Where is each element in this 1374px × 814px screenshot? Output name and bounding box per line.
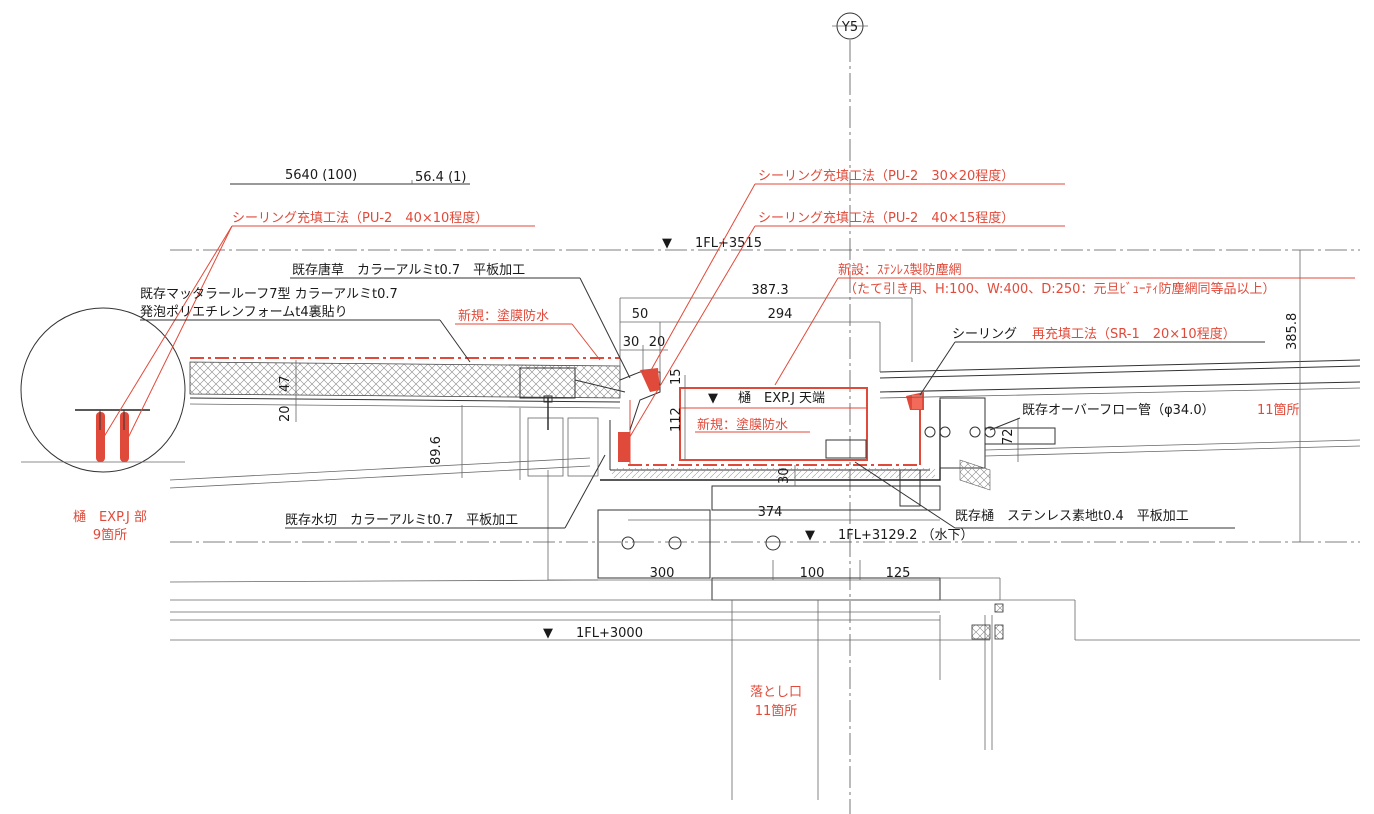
- gutter-body: [600, 368, 941, 481]
- gutter-expj-label: 樋 EXP.J 部: [73, 509, 147, 525]
- dim-300: 300: [650, 566, 675, 581]
- label-drop-outlet: 落とし口: [750, 685, 802, 700]
- label-sealing-pu2-30x20: シーリング充填工法（PU-2 30×20程度）: [758, 168, 1014, 184]
- level-mark-top: ▼: [662, 236, 672, 251]
- slope-right: 56.4 (1): [415, 170, 467, 185]
- gutter-expj-count: 9箇所: [93, 527, 127, 543]
- level-gutter-bottom: 1FL+3129.2 （水下）: [838, 528, 974, 543]
- dimension-lines: [295, 250, 1301, 581]
- label-overflow-pipe: 既存オーバーフロー管（φ34.0）: [1022, 403, 1215, 418]
- dim-30a: 30: [623, 335, 640, 350]
- label-mizukiri: 既存水切 カラーアルミt0.7 平板加工: [285, 513, 518, 528]
- grid-line-y5: [832, 12, 868, 814]
- dim-20a: 20: [649, 335, 666, 350]
- label-new-coating-1: 新規：塗膜防水: [458, 308, 549, 324]
- dim-374: 374: [758, 505, 783, 520]
- label-level-mark-expj: ▼: [708, 391, 718, 406]
- label-new-screen: 新設：ｽﾃﾝﾚｽ製防塵網: [838, 262, 962, 278]
- label-new-screen-spec: （たて引き用、H:100、W:400、D:250：元旦ﾋﾞｭｰﾃｨ防塵網同等品以…: [844, 281, 1275, 297]
- label-gutter-existing: 既存樋 ステンレス素地t0.4 平板加工: [955, 508, 1189, 524]
- level-top: 1FL+3515: [695, 236, 762, 251]
- dim-50: 50: [632, 307, 649, 322]
- label-new-coating-2: 新規：塗膜防水: [697, 417, 788, 433]
- dim-100: 100: [800, 566, 825, 581]
- dim-20b: 20: [278, 405, 293, 422]
- level-lines: [170, 249, 1360, 641]
- level-mark-floor: ▼: [543, 626, 553, 641]
- label-overflow-count: 11箇所: [1257, 402, 1300, 418]
- label-karakusa: 既存唐草 カラーアルミt0.7 平板加工: [292, 262, 525, 278]
- level-floor: 1FL+3000: [576, 626, 643, 641]
- detail-circle: [20, 225, 233, 473]
- label-gutter-expj-top: 樋 EXP.J 天端: [738, 390, 825, 406]
- roof-section: [189, 357, 626, 480]
- label-roof-2: 発泡ポリエチレンフォームt4裏貼り: [140, 305, 348, 320]
- label-sealing-sr1-prefix: シーリング: [952, 327, 1017, 342]
- substructure: [169, 457, 1360, 800]
- label-sealing-pu2-40x10: シーリング充填工法（PU-2 40×10程度）: [232, 210, 488, 226]
- dim-387: 387.3: [751, 283, 788, 298]
- dim-72: 72: [1001, 428, 1016, 445]
- slope-note: [230, 180, 470, 185]
- label-drop-outlet-count: 11箇所: [755, 703, 798, 719]
- level-mark-gutter: ▼: [805, 528, 815, 543]
- dim-294: 294: [768, 307, 793, 322]
- label-sealing-pu2-40x15: シーリング充填工法（PU-2 40×15程度）: [758, 210, 1014, 226]
- dim-89: 89.6: [429, 436, 444, 465]
- grid-label: Y5: [841, 20, 858, 35]
- dim-125: 125: [886, 566, 911, 581]
- dim-385: 385.8: [1285, 313, 1300, 350]
- label-sealing-sr1: 再充填工法（SR-1 20×10程度）: [1032, 326, 1236, 342]
- dim-15: 15: [669, 368, 684, 385]
- leader-lines: [140, 183, 1355, 529]
- slope-left: 5640 (100): [285, 168, 357, 183]
- label-roof-1: 既存マッタラールーフ7型 カラーアルミt0.7: [140, 287, 398, 302]
- dim-112: 112: [669, 407, 684, 432]
- right-roof: [879, 359, 1361, 507]
- dim-30b: 30: [777, 467, 792, 484]
- dim-47: 47: [278, 375, 293, 392]
